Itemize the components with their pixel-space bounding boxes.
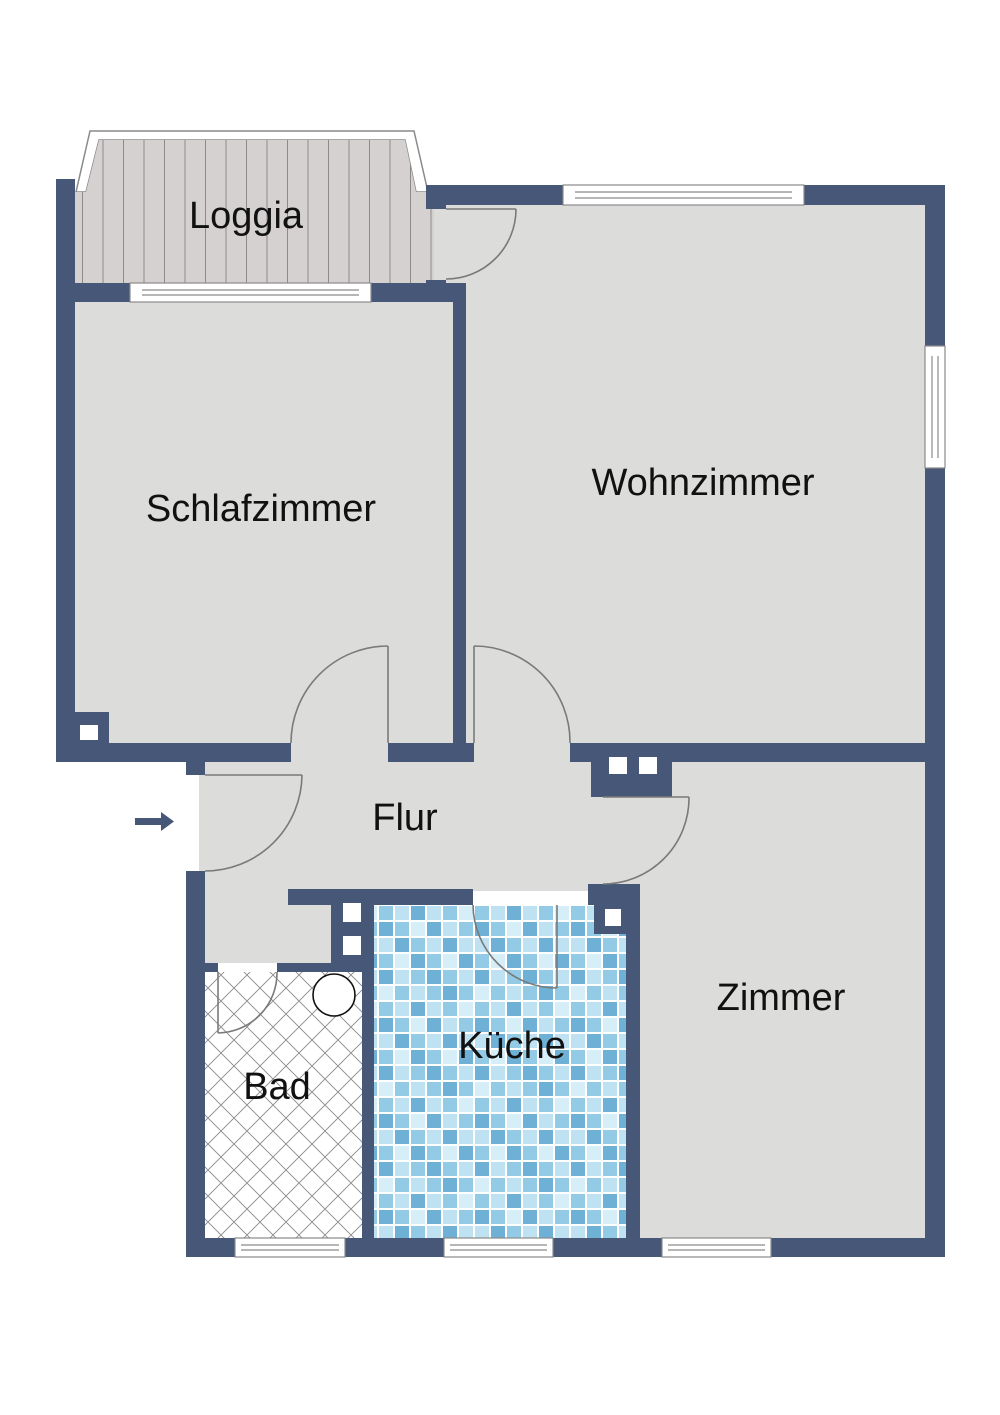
window-kueche — [443, 1237, 554, 1258]
windows — [129, 184, 946, 1258]
door-entrance — [204, 774, 303, 872]
shaft-bad-1 — [343, 903, 361, 922]
shaft-bad-2 — [343, 936, 361, 955]
window-wohnzimmer-right — [924, 345, 946, 469]
kueche-floor — [374, 905, 626, 1238]
shafts — [80, 725, 657, 955]
door-bad — [217, 971, 278, 1034]
window-zimmer — [661, 1237, 772, 1258]
door-schlafzimmer — [290, 645, 389, 744]
window-loggia-schlafzimmer — [129, 282, 372, 303]
window-bad — [234, 1237, 346, 1258]
room-label-schlafzimmer: Schlafzimmer — [145, 488, 377, 530]
wohnzimmer-floor — [434, 205, 925, 743]
window-wohnzimmer-top — [562, 184, 805, 206]
schlafzimmer-floor — [75, 302, 453, 743]
bath-fixture-circle — [312, 973, 356, 1017]
room-label-bad: Bad — [243, 1066, 311, 1108]
shaft-flur-1 — [609, 757, 627, 774]
arrow-right-icon — [135, 812, 174, 831]
flur-floor — [199, 743, 624, 891]
floors — [75, 140, 925, 1238]
room-label-flur: Flur — [372, 797, 438, 839]
door-wohnzimmer — [473, 645, 571, 744]
door-zimmer — [602, 796, 690, 885]
shaft-kueche — [605, 909, 621, 926]
loggia-floor — [75, 140, 434, 283]
room-label-zimmer: Zimmer — [716, 977, 846, 1019]
room-label-wohnzimmer: Wohnzimmer — [591, 462, 815, 504]
room-label-kueche: Küche — [458, 1025, 566, 1067]
doors — [204, 208, 690, 1034]
room-label-loggia: Loggia — [188, 195, 304, 237]
shaft-flur-2 — [639, 757, 657, 774]
zimmer-floor — [624, 762, 925, 1238]
shaft-schlafzimmer — [80, 725, 98, 740]
door-kueche — [472, 904, 558, 989]
door-loggia — [445, 208, 517, 280]
